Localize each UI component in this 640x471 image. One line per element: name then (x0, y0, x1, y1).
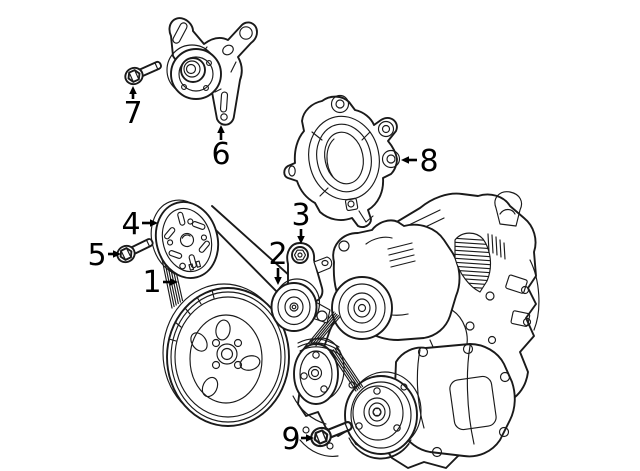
callout-9-arrowhead (306, 434, 314, 442)
callout-7[interactable]: 7 (123, 86, 143, 131)
callout-4-arrowhead (150, 219, 158, 227)
callout-4-label[interactable]: 4 (121, 207, 140, 242)
callout-6[interactable]: 6 (211, 125, 231, 172)
callouts: 1 2 3 4 5 6 7 (87, 86, 439, 457)
ac-compressor (393, 343, 516, 458)
callout-2-label[interactable]: 2 (268, 237, 287, 272)
callout-9-label[interactable]: 9 (281, 422, 300, 457)
callout-4[interactable]: 4 (121, 207, 158, 242)
callout-8-label[interactable]: 8 (419, 144, 438, 179)
callout-3-arrowhead (297, 236, 305, 244)
alternator-pulley (331, 276, 393, 340)
callout-6-label[interactable]: 6 (211, 137, 230, 172)
callout-5[interactable]: 5 (87, 238, 121, 273)
callout-3-label[interactable]: 3 (291, 198, 310, 233)
callout-8-arrowhead (401, 156, 409, 164)
callout-3[interactable]: 3 (291, 198, 311, 244)
callout-7-label[interactable]: 7 (123, 96, 142, 131)
compressor-clutch-pulley (344, 371, 422, 460)
callout-6-arrowhead (217, 125, 225, 133)
callout-5-label[interactable]: 5 (87, 238, 106, 273)
callout-9[interactable]: 9 (281, 422, 314, 457)
crankshaft-pulley (162, 283, 290, 427)
callout-1-label[interactable]: 1 (142, 265, 161, 300)
callout-2-arrowhead (274, 277, 282, 285)
tensioner-assembly (166, 17, 258, 126)
callout-7-arrowhead (129, 86, 137, 94)
callout-5-arrowhead (113, 250, 121, 258)
tensioner-pulley (270, 278, 321, 332)
callout-1[interactable]: 1 (142, 265, 178, 300)
callout-1-arrowhead (170, 278, 178, 286)
callout-8[interactable]: 8 (401, 144, 439, 179)
mounting-bracket (283, 94, 401, 228)
callout-2[interactable]: 2 (268, 237, 288, 285)
belt-tensioner (270, 242, 333, 332)
bolt-part-7 (121, 55, 165, 88)
idler-pulley (293, 337, 345, 405)
